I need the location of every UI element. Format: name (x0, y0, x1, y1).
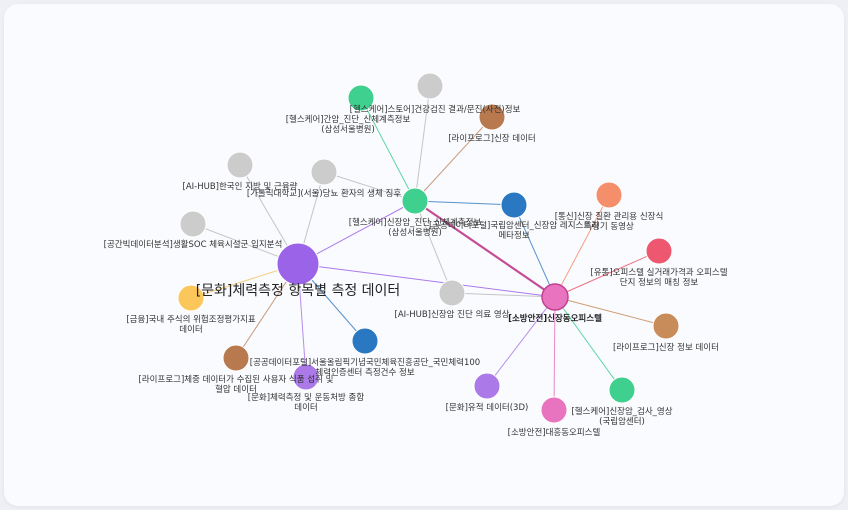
node-label-line: [AI-HUB]신장암 진단 의료 영상 (395, 309, 510, 320)
edge-hub3-n14 (554, 250, 660, 298)
node-label-line: [AI-HUB]한국인 지방 및 근육량 (183, 181, 298, 192)
edge-hub-hub2 (297, 200, 416, 265)
edge-hub2-hub3 (414, 200, 556, 298)
node-label-n2: [가톨릭대학교](서울)당뇨 환자의 생체 징후 (247, 188, 401, 199)
node-label-line: [문화]체력측정 항목별 측정 데이터 (196, 283, 401, 299)
node-label-line: [헬스케어]신장암_진단_신체계측정보 (349, 217, 482, 228)
node-n14[interactable] (645, 237, 673, 265)
node-hub[interactable] (276, 242, 320, 286)
node-n5[interactable] (222, 344, 250, 372)
edge-hub2-n11 (414, 200, 515, 206)
node-label-line: [공공데이터포털]서울올림픽기념국민체육진흥공단_국민체력100 (250, 357, 480, 368)
node-label-line: [문화]유적 데이터(3D) (446, 402, 529, 413)
network-graph[interactable]: [문화]체력측정 항목별 측정 데이터[AI-HUB]한국인 지방 및 근육량[… (4, 4, 844, 506)
node-label-line: [공간빅데이터분석]생활SOC 체육시설군 입지분석 (104, 239, 283, 250)
edge-hub2-n12 (414, 200, 453, 294)
node-hub2[interactable] (401, 187, 429, 215)
node-label-line: (삼성서울병원) (388, 227, 442, 238)
node-n13[interactable] (595, 181, 623, 209)
node-label-line: (국립암센터) (599, 416, 645, 427)
node-layer (177, 72, 680, 424)
node-label-line: [유통]오피스텔 실거래가격과 오피스텔 (590, 267, 727, 278)
node-label-n15: [라이프로그]신장 정보 데이터 (613, 342, 719, 353)
node-label-n18: [문화]유적 데이터(3D) (446, 402, 529, 413)
node-label-line: [소방안전]대흥동오피스텔 (508, 427, 601, 438)
node-n1[interactable] (226, 151, 254, 179)
node-label-line: [라이프로그]신장 정보 데이터 (613, 342, 719, 353)
node-n8[interactable] (347, 84, 375, 112)
edge-hub2-n2 (323, 171, 416, 202)
node-label-line: [공공데이터포털]국립암센터_신장암 레지스트리 (429, 220, 599, 231)
node-n9[interactable] (416, 72, 444, 100)
node-label-line: [가톨릭대학교](서울)당뇨 환자의 생체 징후 (247, 188, 401, 199)
node-label-n17: [소방안전]대흥동오피스텔 (508, 427, 601, 438)
node-n6[interactable] (292, 363, 320, 391)
node-label-line: (삼성서울병원) (321, 124, 375, 135)
node-label-line: 데이터 (294, 402, 317, 413)
node-label-n1: [AI-HUB]한국인 지방 및 근육량 (183, 181, 298, 192)
node-label-n12: [AI-HUB]신장암 진단 의료 영상 (395, 309, 510, 320)
node-label-line: 측정기 동영상 (584, 221, 634, 232)
node-label-hub: [문화]체력측정 항목별 측정 데이터 (196, 283, 401, 299)
node-n2[interactable] (310, 158, 338, 186)
edge-hub2-n10 (414, 116, 493, 202)
node-label-line: [헬스케어]신장암_검사_영상 (571, 406, 672, 417)
node-hub3[interactable] (541, 283, 569, 311)
node-label-line: [헬스케어]간암_진단_신체계측정보 (286, 114, 411, 125)
node-n11[interactable] (500, 191, 528, 219)
edge-hub3-n15 (554, 296, 667, 327)
node-label-line: [헬스케어]스토어]건강검진 결과/문진(사전)정보 (350, 104, 521, 115)
label-layer: [문화]체력측정 항목별 측정 데이터[AI-HUB]한국인 지방 및 근육량[… (104, 104, 728, 438)
node-label-line: [금융]국내 주식의 위험조정평가지표 (126, 314, 256, 325)
edge-hub2-n8 (360, 97, 416, 202)
edge-hub3-n12 (451, 292, 556, 298)
edge-hub3-n11 (513, 204, 556, 298)
edge-hub3-n17 (553, 296, 556, 411)
node-n18[interactable] (473, 372, 501, 400)
edge-hub-hub3 (297, 263, 556, 298)
node-label-hub2: [헬스케어]신장암_진단_신체계측정보(삼성서울병원) (349, 217, 482, 238)
node-label-n8: [헬스케어]간암_진단_신체계측정보(삼성서울병원) (286, 114, 411, 135)
node-label-line: 단지 정보의 매칭 정보 (620, 277, 699, 288)
node-label-line: 데이터 (179, 324, 202, 335)
node-label-line: 메타정보 (498, 230, 529, 241)
node-n17[interactable] (540, 396, 568, 424)
node-n12[interactable] (438, 279, 466, 307)
node-label-line: [라이프로그]체중 데이터가 수집된 사용자 식품 섭취 및 (139, 374, 334, 385)
node-label-line: [통신]신장 질환 관리용 신장식 (555, 211, 664, 222)
node-n16[interactable] (608, 376, 636, 404)
node-label-line: [소방안전]신장동오피스텔 (508, 313, 602, 324)
node-n15[interactable] (652, 312, 680, 340)
node-label-line: 혈압 데이터 (215, 384, 257, 395)
node-label-hub3: [소방안전]신장동오피스텔 (508, 313, 602, 324)
node-label-line: [문화]체력측정 및 운동처방 종합 (248, 392, 365, 403)
edge-hub2-n9 (414, 85, 431, 202)
node-n4[interactable] (177, 284, 205, 312)
edge-hub3-n16 (554, 296, 623, 391)
node-label-n16: [헬스케어]신장암_검사_영상(국립암센터) (571, 406, 672, 427)
node-n3[interactable] (179, 210, 207, 238)
node-label-line: 체력인증센터 측정건수 정보 (315, 367, 414, 378)
node-label-line: [라이프로그]신장 데이터 (448, 133, 536, 144)
node-label-n10: [라이프로그]신장 데이터 (448, 133, 536, 144)
graph-card: [문화]체력측정 항목별 측정 데이터[AI-HUB]한국인 지방 및 근육량[… (4, 4, 844, 506)
node-n7[interactable] (351, 327, 379, 355)
node-label-n3: [공간빅데이터분석]생활SOC 체육시설군 입지분석 (104, 239, 283, 250)
edge-hub3-n18 (486, 296, 556, 387)
node-n10[interactable] (478, 103, 506, 131)
edge-hub3-n13 (554, 194, 610, 298)
node-label-n9: [헬스케어]스토어]건강검진 결과/문진(사전)정보 (350, 104, 521, 115)
